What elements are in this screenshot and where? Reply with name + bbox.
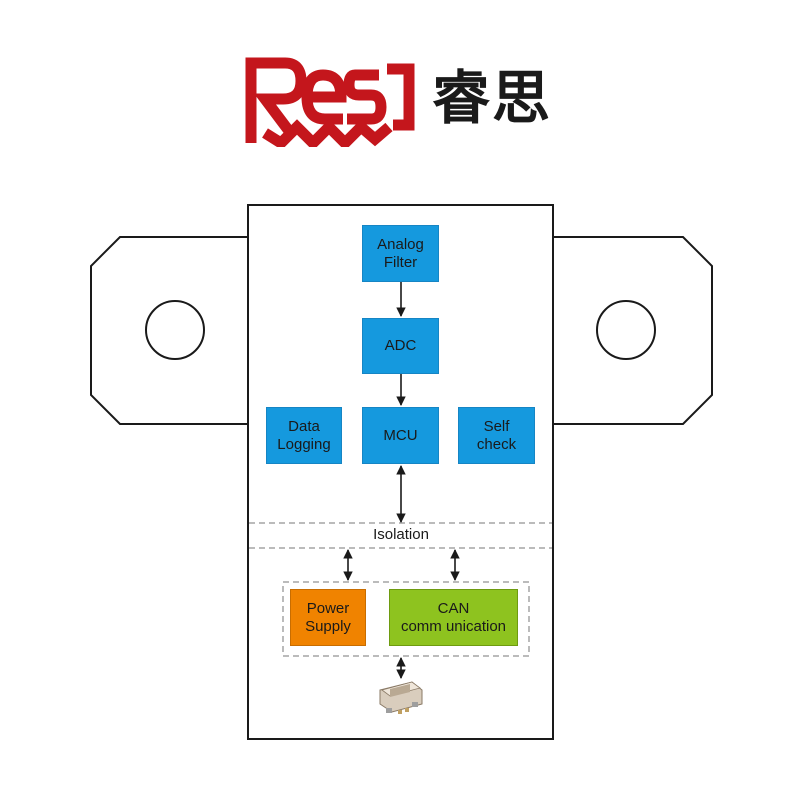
self-check-block: Self check xyxy=(458,407,535,464)
isolation-label: Isolation xyxy=(360,525,442,545)
analog-filter-block: Analog Filter xyxy=(362,225,439,282)
right-mounting-hole xyxy=(597,301,655,359)
adc-block: ADC xyxy=(362,318,439,374)
can-communication-block: CAN comm unication xyxy=(389,589,518,646)
mcu-block: MCU xyxy=(362,407,439,464)
left-mounting-hole xyxy=(146,301,204,359)
power-supply-block: Power Supply xyxy=(290,589,366,646)
data-logging-block: Data Logging xyxy=(266,407,342,464)
